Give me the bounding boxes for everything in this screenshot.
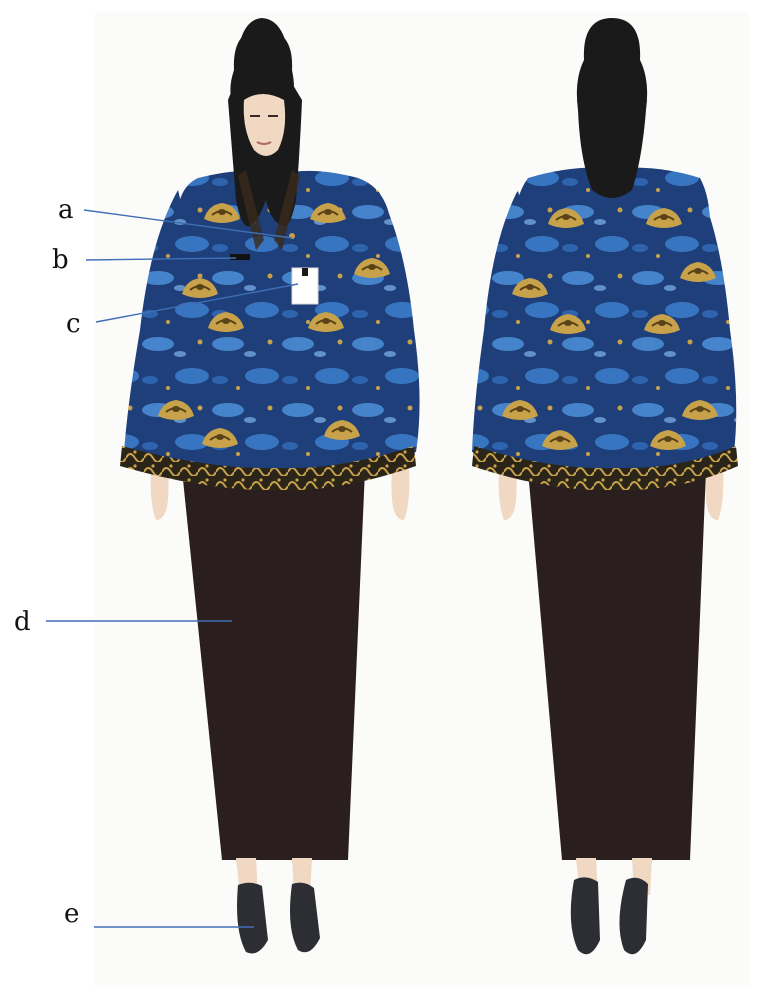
label-b: b: [52, 245, 69, 275]
label-a: a: [58, 195, 74, 225]
back-hijab: [577, 18, 647, 198]
name-bar: [230, 254, 250, 260]
back-left-shoe: [571, 877, 600, 954]
label-d: d: [14, 607, 31, 637]
label-e: e: [64, 899, 79, 929]
label-c: c: [66, 309, 81, 339]
back-right-shoe: [619, 878, 648, 954]
